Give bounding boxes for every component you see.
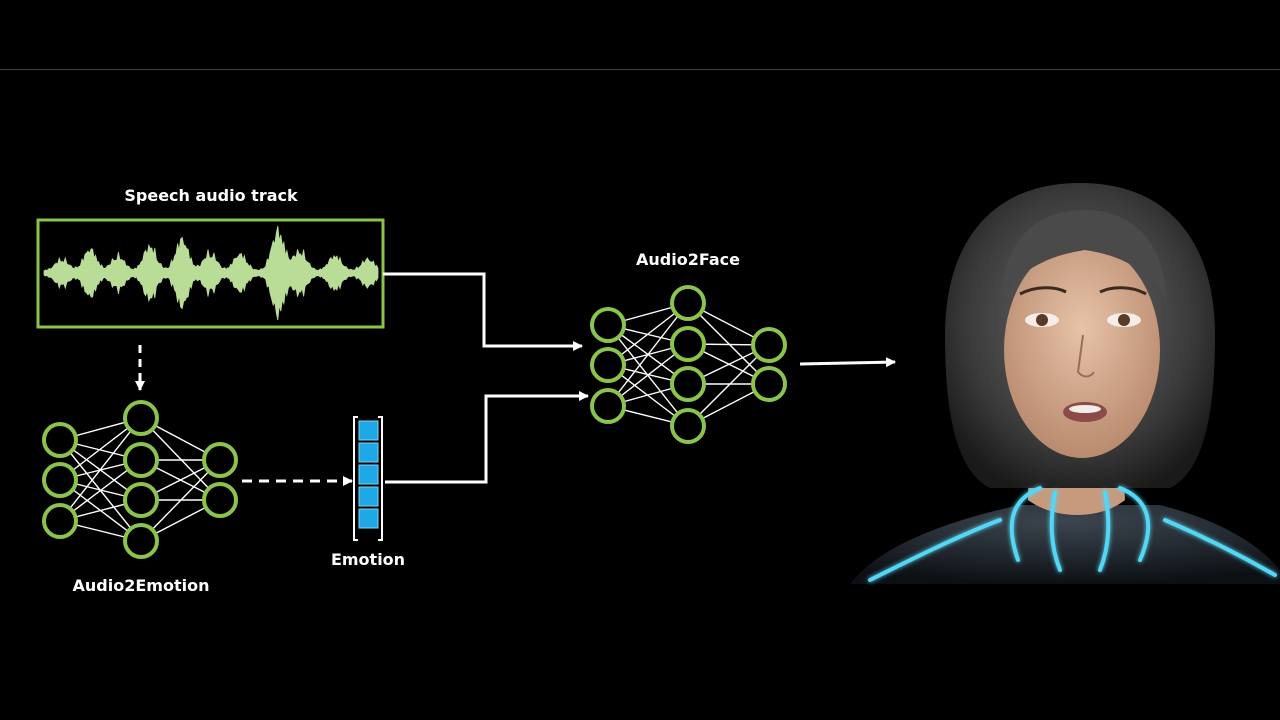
network-node	[670, 366, 706, 402]
network-node	[590, 347, 626, 383]
network-node	[123, 442, 159, 478]
network-edge	[687, 302, 770, 385]
network-edge	[140, 417, 221, 501]
network-node	[751, 327, 787, 363]
network-node	[42, 462, 78, 498]
emotion-cell	[358, 486, 379, 507]
network-node	[670, 326, 706, 362]
network-node	[590, 307, 626, 343]
network-edge	[59, 417, 142, 522]
audio2face-network	[590, 285, 787, 444]
network-node	[42, 422, 78, 458]
audio2emotion-label: Audio2Emotion	[72, 576, 210, 595]
audio-waveform	[43, 225, 379, 321]
emotion-cell	[358, 508, 379, 529]
face-to-avatar-arrow	[799, 357, 896, 368]
network-edge	[140, 459, 221, 542]
top-divider	[0, 69, 1280, 70]
emotion-label: Emotion	[330, 550, 406, 569]
speech-audio-track-box	[36, 218, 385, 329]
network-node	[123, 523, 159, 559]
network-node	[751, 366, 787, 402]
network-node	[42, 503, 78, 539]
network-edge	[607, 302, 689, 407]
audio-to-face-arrow	[383, 272, 583, 351]
network-node	[202, 442, 238, 478]
audio2emotion-network	[42, 400, 238, 559]
digital-human-avatar	[850, 183, 1280, 584]
emotion-cell	[358, 442, 379, 463]
network-node	[670, 408, 706, 444]
network-node	[123, 482, 159, 518]
network-edge	[687, 344, 770, 427]
connector-lines	[135, 272, 896, 486]
network-node	[590, 388, 626, 424]
emotion-cell	[358, 420, 379, 441]
network-node	[123, 400, 159, 436]
emotion-cell	[358, 464, 379, 485]
audio2face-label: Audio2Face	[636, 250, 740, 269]
emotion-to-face-arrow	[385, 391, 589, 484]
network-node	[670, 285, 706, 321]
network-node	[202, 482, 238, 518]
emotion-vector	[353, 416, 383, 541]
speech-audio-track-label: Speech audio track	[124, 186, 298, 205]
